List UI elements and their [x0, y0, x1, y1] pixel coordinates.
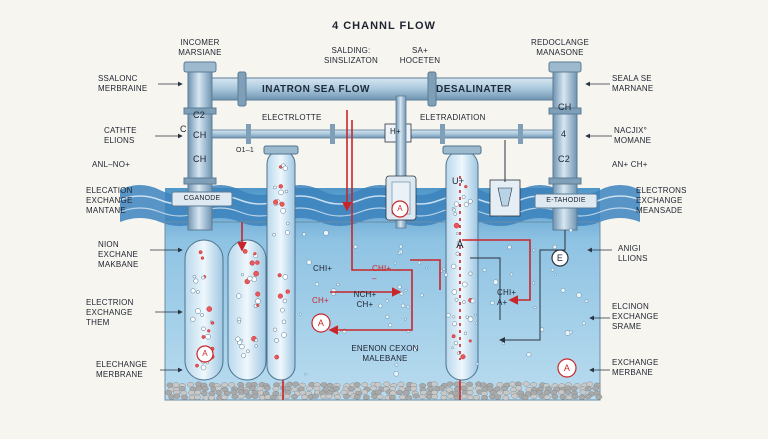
label-c2-left: C2: [193, 110, 205, 120]
label-a-circle-2: A: [317, 318, 325, 328]
label-saldng: SALDING: SINSLIZATON: [324, 46, 378, 65]
label-ch-right: CH: [558, 102, 572, 112]
right-device: [489, 140, 521, 217]
label-a-circle-3: A: [202, 349, 208, 358]
label-electrion: ELECTRION EXCHANGE THEM: [86, 298, 134, 327]
label-an-ch: AN+ CH+: [612, 160, 648, 169]
label-ch-left-2: CH: [193, 154, 207, 164]
label-ch-red: CH+: [312, 296, 329, 305]
label-elecation: ELECATION EXCHANGE MANTANE: [86, 186, 133, 215]
label-elechange: ELECHANGE MERBRANE: [96, 360, 148, 379]
label-sealonc: SSALONC MERBRAINE: [98, 74, 148, 93]
label-anl-no: ANL–NO+: [92, 160, 131, 169]
label-electrons: ELECTRONS EXCHANGE MEANSADE: [636, 186, 687, 215]
label-enenon: ENENON CEXON MALEBANE: [351, 344, 419, 363]
left-column: [171, 61, 233, 231]
label-eletradiation: ELETRADIATION: [420, 113, 486, 122]
label-o1: O1–1: [236, 147, 254, 154]
electrode-circles: [196, 200, 577, 378]
label-a-tube: A: [456, 239, 464, 251]
right-column: [534, 61, 598, 231]
label-chi-plus: CHI+: [313, 264, 333, 273]
label-c2-right: C2: [558, 154, 570, 164]
label-ch-left-1: CH: [193, 130, 207, 140]
label-anigi: ANIGI LLIONS: [618, 244, 648, 263]
tube-left-2: [227, 239, 267, 381]
label-electrlotte: ELECTRLOTTE: [262, 113, 322, 122]
label-sa-hoceten: SA+ HOCETEN: [399, 46, 441, 65]
outflow-lines: [470, 230, 566, 343]
label-incomer: INCOMER MARSIANE: [178, 38, 222, 57]
tube-center-left: [263, 145, 299, 381]
label-exchange: EXCHANGE MERBANE: [612, 358, 659, 377]
label-cathte: CATHTE ELIONS: [104, 126, 137, 145]
label-c-left: C: [180, 124, 187, 134]
label-redoclange: REDOCLANGE MANASONE: [530, 38, 589, 57]
diagram-title: 4 CHANNL FLOW: [332, 20, 436, 32]
label-a-circle-1: A: [397, 204, 403, 213]
secondary-pipe: [211, 123, 554, 144]
label-a-circle-4: A: [563, 363, 571, 373]
leader-lines: [150, 81, 612, 373]
label-cganode: CGANODE: [183, 195, 221, 202]
label-elcinon: ELCINON EXCHANGE SRAME: [612, 302, 659, 331]
label-u-plus: U+: [452, 176, 465, 186]
pipe-label-left: INATRON SEA FLOW: [262, 84, 370, 95]
label-nacjix: NACJIX° MOMANE: [614, 126, 652, 145]
main-pipe: [199, 71, 571, 107]
label-h-plus: H+: [390, 127, 401, 136]
label-num-4: 4: [561, 129, 567, 139]
gravel-bed: [165, 381, 603, 401]
label-e-circle: E: [556, 253, 564, 263]
label-nion: NION EXCHANE MAKBANE: [98, 240, 139, 269]
label-nch: NCH+ CH+: [353, 290, 377, 309]
pipe-label-right: DESALINATER: [436, 84, 512, 95]
label-etahodie: E-TAHODIE: [546, 197, 586, 204]
flow-lines: [237, 110, 531, 400]
label-chi-red: CHI+ –: [372, 264, 392, 283]
label-sealase: SEALA SE MARNANE: [612, 74, 654, 93]
label-chi-a: CHI+ A+: [497, 288, 517, 307]
